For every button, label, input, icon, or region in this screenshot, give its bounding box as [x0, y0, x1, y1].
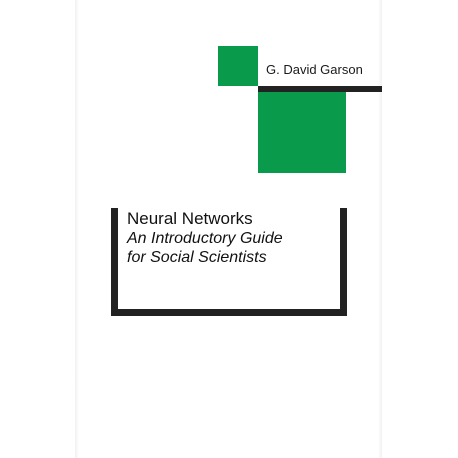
author-name: G. David Garson	[266, 62, 363, 77]
book-subtitle-line2: for Social Scientists	[127, 249, 267, 266]
green-square-large	[258, 92, 346, 173]
black-horizontal-bar	[258, 86, 382, 92]
green-square-small	[218, 46, 258, 86]
book-title: Neural Networks	[127, 209, 253, 228]
title-frame	[111, 208, 347, 316]
book-subtitle-line1: An Introductory Guide	[127, 230, 283, 247]
page-edge-right	[378, 0, 382, 458]
page-edge-left	[75, 0, 79, 458]
